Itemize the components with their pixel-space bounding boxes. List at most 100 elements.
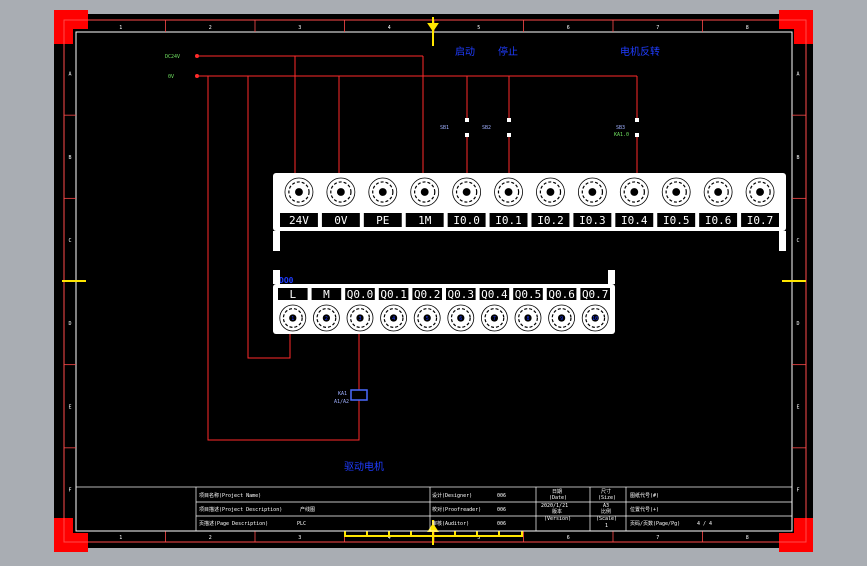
size-value: A3 <box>603 503 609 509</box>
column-number: 1 <box>119 25 122 31</box>
input-label-box <box>280 213 318 227</box>
terminal-screw: 6 <box>447 304 475 332</box>
output-terminal-label: L <box>289 288 296 301</box>
output-terminal-label: Q0.3 <box>448 288 475 301</box>
drawing-code-label: 图纸代号(#) <box>630 492 659 499</box>
label-drive-motor: 驱动电机 <box>344 460 384 473</box>
date-label: 日期 <box>552 489 562 495</box>
input-label-box <box>531 213 570 227</box>
output-label-box <box>446 288 476 300</box>
designer-value: 006 <box>497 493 506 499</box>
size-label: 尺寸 <box>601 488 611 495</box>
column-number: 5 <box>477 25 480 31</box>
output-terminal-label: Q0.0 <box>347 288 374 301</box>
row-letter: C <box>68 238 71 244</box>
terminal-screw <box>745 177 775 207</box>
terminal-screw <box>619 177 649 207</box>
scale-label-en: (Scale) <box>596 516 617 522</box>
auditor-value: 006 <box>497 521 506 527</box>
terminal-screw: 8 <box>514 304 542 332</box>
input-terminal-label: 1M <box>418 214 432 227</box>
tag-relay: KA1 <box>338 391 347 397</box>
terminal-screw: 9 <box>548 304 575 332</box>
row-letter: F <box>68 487 71 493</box>
column-number: 4 <box>388 535 391 541</box>
output-terminal-label: Q0.5 <box>515 288 542 301</box>
row-letter: F <box>796 487 799 493</box>
output-terminal-label: Q0.4 <box>481 288 508 301</box>
label-start: 启动 <box>455 45 475 58</box>
output-terminal-label: Q0.6 <box>548 288 575 301</box>
terminal-screw <box>703 177 733 207</box>
scale-label: 比例 <box>601 508 611 515</box>
svg-text:8: 8 <box>526 316 529 322</box>
input-terminal-label: I0.2 <box>537 214 564 227</box>
svg-text:4: 4 <box>392 316 395 322</box>
output-label-box <box>546 288 577 300</box>
version-label: 版本 <box>552 508 562 515</box>
input-label-box <box>741 213 779 227</box>
drawing-paper <box>54 14 813 548</box>
input-wiring <box>197 55 638 441</box>
column-number: 5 <box>477 535 480 541</box>
input-terminal-label: I0.1 <box>495 214 522 227</box>
row-letter: E <box>796 404 799 410</box>
project-desc-value: 产线图 <box>300 506 315 513</box>
tag-sb1: SB1 <box>440 125 449 131</box>
input-label-box <box>321 213 360 227</box>
column-number: 6 <box>567 535 570 541</box>
input-label-box <box>573 213 612 227</box>
page-label: 页码/页数(Page/Pg) <box>630 520 680 527</box>
output-terminal-label: Q0.2 <box>414 288 441 301</box>
relay-coil <box>350 389 368 401</box>
svg-text:7: 7 <box>493 316 496 322</box>
input-label-box <box>363 213 402 227</box>
input-terminal-label: I0.7 <box>747 214 774 227</box>
page-desc-value: PLC <box>297 521 306 527</box>
column-number: 3 <box>298 535 301 541</box>
output-label-box <box>378 288 409 300</box>
scale-value: 1 <box>605 523 608 529</box>
column-number: 3 <box>298 25 301 31</box>
terminal-screw <box>326 177 356 207</box>
input-label-box <box>657 213 696 227</box>
terminal-screw <box>284 177 314 207</box>
power-24v-label: DC24V <box>165 54 180 60</box>
designer-label: 设计(Designer) <box>432 492 472 499</box>
column-number: 2 <box>209 25 212 31</box>
pushbutton-contacts <box>465 118 639 137</box>
output-label-box <box>479 288 510 300</box>
project-desc-label: 项目描述(Project Description) <box>199 506 282 513</box>
svg-text:9: 9 <box>560 316 563 322</box>
project-name-label: 项目名称(Project Name) <box>199 492 261 499</box>
svg-text:3: 3 <box>358 316 361 322</box>
date-value: 2020/1/21 <box>541 503 568 509</box>
column-number: 7 <box>656 535 659 541</box>
tag-ka10: KA1.0 <box>614 132 629 138</box>
terminal-screw: 2 <box>312 304 340 332</box>
tag-sb2: SB2 <box>482 125 491 131</box>
input-terminal-label: PE <box>376 214 389 227</box>
terminal-screw: 7 <box>480 304 508 332</box>
tag-relay-sub: A1/A2 <box>334 399 349 405</box>
tag-plc-output: DO0 <box>279 276 294 285</box>
terminal-screw: 10 <box>581 304 609 332</box>
proofreader-label: 校对(Proofreader) <box>432 506 481 513</box>
page-value: 4 / 4 <box>697 521 712 527</box>
row-letter: D <box>796 321 799 327</box>
terminal-screw <box>368 177 398 207</box>
input-label-box <box>447 213 486 227</box>
date-label-en: (Date) <box>549 495 567 501</box>
column-number: 1 <box>119 535 122 541</box>
output-label-box <box>345 288 375 300</box>
output-label-box <box>412 288 442 300</box>
row-letter: E <box>68 404 71 410</box>
input-label-box <box>699 213 738 227</box>
terminal-screw <box>452 177 482 207</box>
position-code-label: 位置代号(+) <box>630 506 659 513</box>
terminal-screw: 3 <box>346 304 374 332</box>
svg-text:10: 10 <box>592 316 598 322</box>
